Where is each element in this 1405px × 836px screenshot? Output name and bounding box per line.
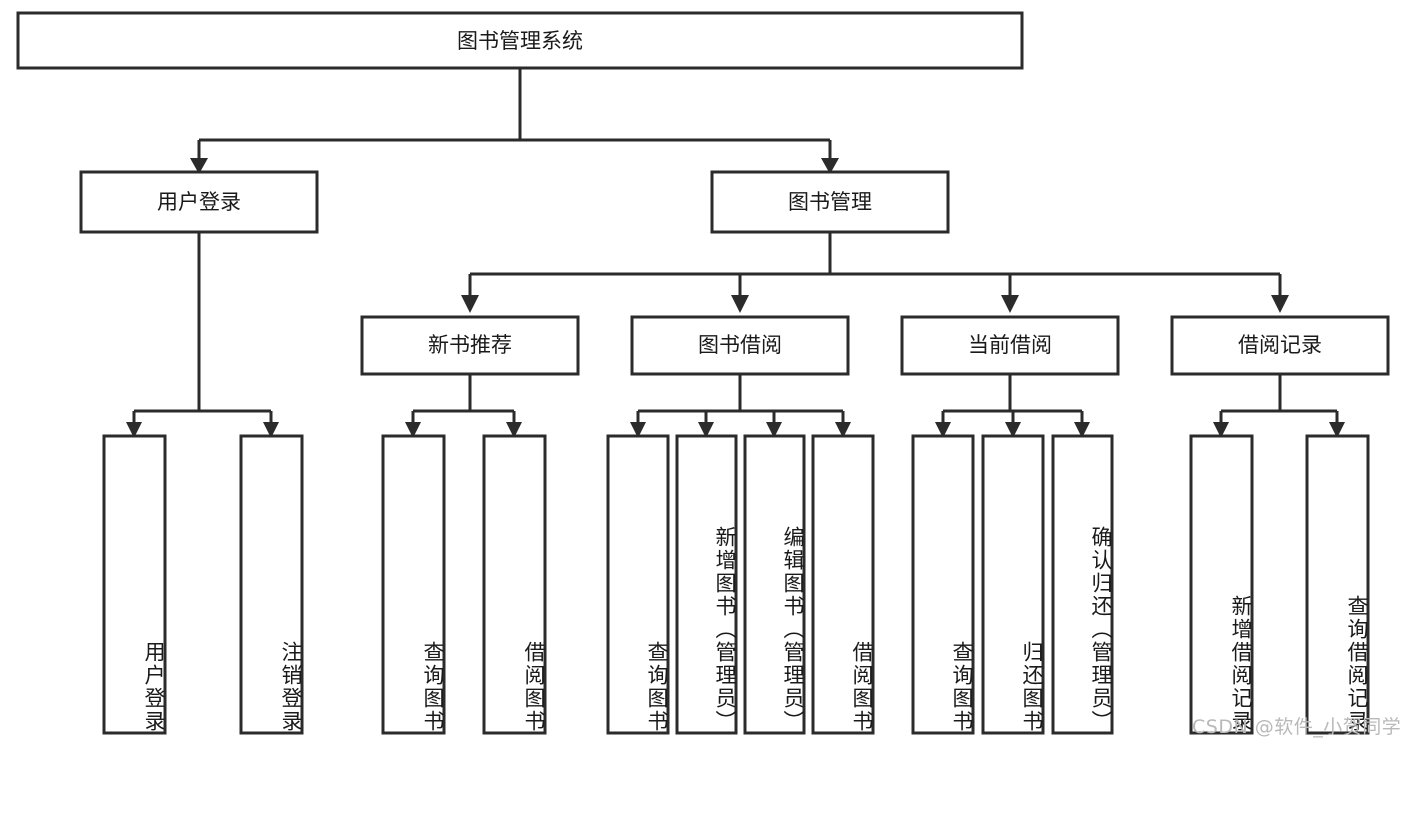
- node-root-label: 图书管理系统: [457, 29, 583, 53]
- connector-currentborrow-to-leaves: [941, 374, 1084, 425]
- node-user-login-label: 用户登录: [157, 190, 241, 214]
- arrow-head-icon: [506, 422, 522, 438]
- arrow-head-icon: [405, 422, 421, 438]
- arrow-head-icon: [1005, 422, 1021, 438]
- arrow-head-icon: [126, 422, 142, 438]
- node-borrow-record[interactable]: 借阅记录: [1170, 315, 1390, 376]
- node-leaf-add-record-box[interactable]: [1189, 434, 1254, 735]
- node-leaf-logout-box[interactable]: [239, 434, 304, 735]
- node-current-borrow-label: 当前借阅: [968, 333, 1052, 357]
- connector-bookborrow-to-leaves: [636, 374, 845, 425]
- node-user-login[interactable]: 用户登录: [79, 170, 319, 234]
- node-leaf-edit-book-box[interactable]: [743, 434, 806, 735]
- node-leaf-confirm-return-box[interactable]: [1051, 434, 1114, 735]
- node-borrow-record-label: 借阅记录: [1238, 333, 1322, 357]
- tree-structure-svg: 图书管理系统 用户登录 图书管理 新书推荐 图书借阅 当前借阅 借阅记录: [16, 11, 1390, 735]
- node-book-manage-box[interactable]: [710, 170, 950, 234]
- node-current-borrow-box[interactable]: [900, 315, 1120, 376]
- arrow-head-icon: [461, 295, 479, 313]
- node-book-borrow[interactable]: 图书借阅: [630, 315, 850, 376]
- node-new-book-rec[interactable]: 新书推荐: [360, 315, 580, 376]
- node-leaf-user-login-box[interactable]: [102, 434, 167, 735]
- flowchart-diagram: 图书管理系统 用户登录 图书管理 新书推荐 图书借阅 当前借阅 借阅记录: [16, 11, 1402, 738]
- node-book-borrow-label: 图书借阅: [698, 333, 782, 357]
- connector-borrowrecord-to-leaves: [1219, 374, 1339, 425]
- node-book-manage[interactable]: 图书管理: [710, 170, 950, 234]
- arrow-heads-layer: [126, 158, 1345, 438]
- node-root[interactable]: 图书管理系统: [16, 11, 1024, 70]
- node-leaf-borrow-book-rec-box[interactable]: [482, 434, 547, 735]
- arrow-head-icon: [630, 422, 646, 438]
- arrow-head-icon: [821, 158, 839, 174]
- node-leaf-return-book-box[interactable]: [981, 434, 1045, 735]
- connector-bookmanage-to-level3: [468, 232, 1282, 297]
- csdn-watermark: CSDN @软件_小贺同学: [1192, 716, 1402, 738]
- arrow-head-icon: [190, 158, 208, 174]
- node-leaf-query-book-cb-box[interactable]: [911, 434, 975, 735]
- node-leaf-query-record-box[interactable]: [1305, 434, 1370, 735]
- arrow-head-icon: [1329, 422, 1345, 438]
- node-book-manage-label: 图书管理: [788, 190, 872, 214]
- arrow-head-icon: [263, 422, 279, 438]
- arrow-head-icon: [835, 422, 851, 438]
- node-new-book-rec-label: 新书推荐: [428, 333, 512, 357]
- connector-root-to-level2: [197, 68, 832, 160]
- arrow-head-icon: [766, 422, 782, 438]
- node-current-borrow[interactable]: 当前借阅: [900, 315, 1120, 376]
- node-root-box[interactable]: [16, 11, 1024, 70]
- arrow-head-icon: [1213, 422, 1229, 438]
- arrow-head-icon: [731, 295, 749, 313]
- node-leaf-query-book-rec-box[interactable]: [381, 434, 446, 735]
- arrow-head-icon: [1271, 295, 1289, 313]
- connector-userlogin-to-leaves: [132, 232, 273, 425]
- node-new-book-rec-box[interactable]: [360, 315, 580, 376]
- connectors-layer: [132, 68, 1339, 425]
- node-leaf-add-book-box[interactable]: [675, 434, 738, 735]
- leaf-boxes-layer: [102, 434, 1370, 735]
- connector-newbookrec-to-leaves: [411, 374, 516, 425]
- node-leaf-query-book-br-box[interactable]: [606, 434, 670, 735]
- arrow-head-icon: [1001, 295, 1019, 313]
- node-book-borrow-box[interactable]: [630, 315, 850, 376]
- arrow-head-icon: [1074, 422, 1090, 438]
- node-leaf-borrow-book-br-box[interactable]: [811, 434, 875, 735]
- node-user-login-box[interactable]: [79, 170, 319, 234]
- node-borrow-record-box[interactable]: [1170, 315, 1390, 376]
- arrow-head-icon: [698, 422, 714, 438]
- arrow-head-icon: [935, 422, 951, 438]
